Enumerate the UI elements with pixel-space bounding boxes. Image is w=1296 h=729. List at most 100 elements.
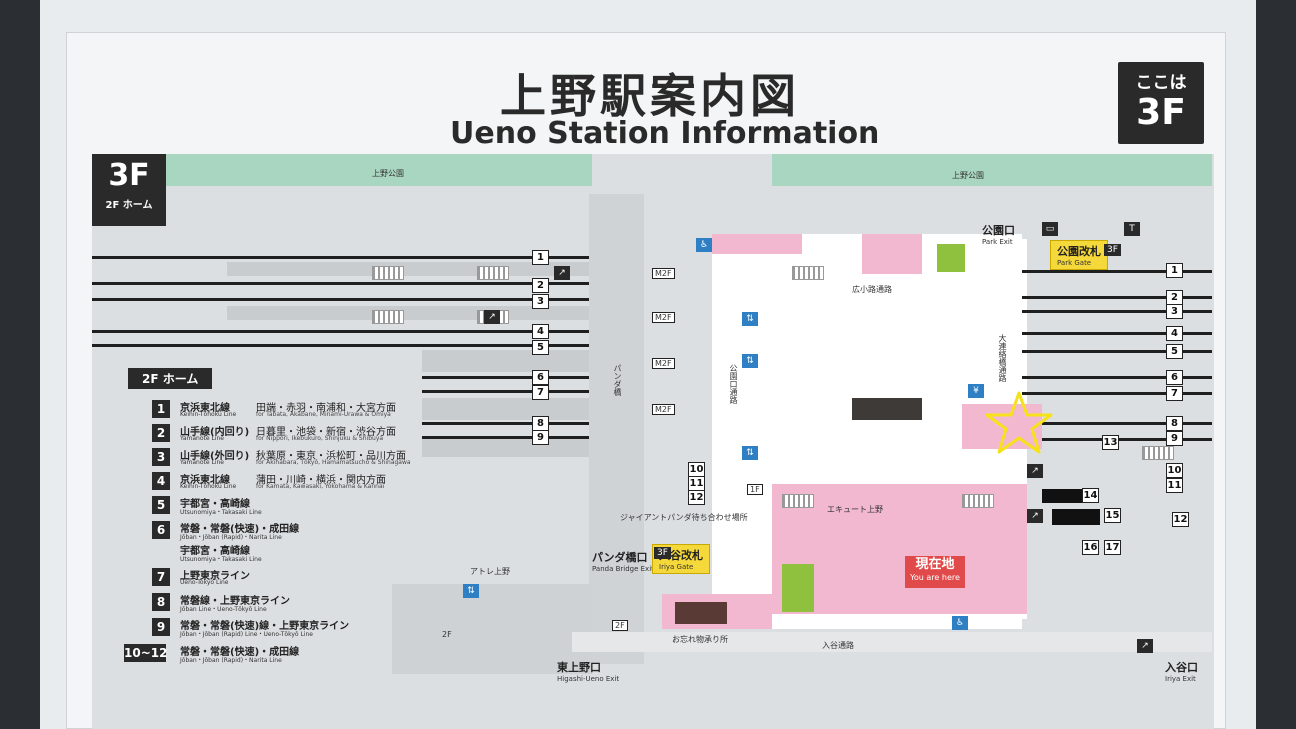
legend-line-name-en: Jōban・Jōban (Rapid)・Narita Line: [180, 534, 282, 541]
legend-line-name: 京浜東北線: [180, 403, 230, 414]
lost-found-label: お忘れ物承り所: [672, 635, 728, 644]
map-floor-number: 3F: [108, 158, 150, 193]
track-number-left: 2: [532, 278, 549, 293]
legend-destination: 蒲田・川崎・横浜・関内方面: [256, 475, 386, 486]
station-map: 上野公園 上野公園 3F 2F ホーム パンダ橋 公園口通路 大連絡橋通路 広小…: [92, 154, 1214, 729]
track-number-left: 6: [532, 370, 549, 385]
track-number-right: 6: [1166, 370, 1183, 385]
track-number-right: 17: [1104, 540, 1121, 555]
platform-7-8: [422, 398, 597, 420]
redaction: [1042, 489, 1082, 503]
legend-destination-en: for Nippori, Ikebukuro, Shinjuku & Shibu…: [256, 435, 384, 442]
escalator-icon: ↗: [484, 310, 500, 324]
escalator-icon: ↗: [1137, 639, 1153, 653]
elevator-icon: ⇅: [742, 312, 758, 326]
track-number-right: 7: [1166, 386, 1183, 401]
track-right-4: [1022, 332, 1212, 335]
track-right-3: [1022, 310, 1212, 313]
m2f-marker: M2F: [652, 358, 675, 369]
track-number-right: 15: [1104, 508, 1121, 523]
park-label-left: 上野公園: [372, 169, 404, 178]
atre-area: [392, 584, 592, 674]
legend-line-name: 京浜東北線: [180, 475, 230, 486]
atre-label: アトレ上野: [470, 567, 510, 576]
track-number-left: 8: [532, 416, 549, 431]
track-number-right: 5: [1166, 344, 1183, 359]
giant-panda-label: ジャイアントパンダ待ち合わせ場所: [620, 513, 748, 522]
map-floor-tag: 3F 2F ホーム: [92, 154, 166, 226]
panda-bridge-exit: パンダ橋口 Panda Bridge Exit: [592, 549, 654, 573]
track-number-right: 13: [1102, 435, 1119, 450]
shop-zone-1: [712, 234, 802, 254]
legend-line-number: 1: [152, 400, 170, 418]
1f-marker: 1F: [747, 484, 763, 495]
map-floor-sub: 2F ホーム: [105, 200, 153, 211]
escalator-icon: ↗: [1027, 509, 1043, 523]
track-right-2: [1022, 296, 1212, 299]
escalator-icon: ↗: [1027, 464, 1043, 478]
legend-line-name-en: Ueno-Tokyo Line: [180, 579, 229, 586]
daichika-label: 大連絡橋通路: [998, 334, 1007, 382]
panda-bridge-label: パンダ橋: [613, 364, 622, 396]
legend-line-name-en: Jōban Line・Ueno-Tōkyō Line: [180, 606, 267, 613]
legend-line-name: 宇都宮・高崎線: [180, 546, 250, 557]
m2f-marker: M2F: [652, 312, 675, 323]
legend-line-number: 3: [152, 448, 170, 466]
escalator-icon: ↗: [554, 266, 570, 280]
stairs-5: [792, 266, 824, 280]
track-5: [92, 344, 592, 347]
redaction: [1052, 509, 1100, 525]
legend-line-number: 8: [152, 593, 170, 611]
2f-label: 2F: [442, 630, 452, 639]
track-number-right: 1: [1166, 263, 1183, 278]
legend-destination: 田端・赤羽・南浦和・大宮方面: [256, 403, 396, 414]
track-right-1: [1022, 270, 1212, 273]
higashi-ueno-exit: 東上野口 Higashi-Ueno Exit: [557, 659, 619, 683]
park-gate-floor: 3F: [1104, 244, 1121, 256]
legend-line-name: 常磐・常磐(快速)・成田線: [180, 524, 300, 535]
track-right-5: [1022, 350, 1212, 353]
higashi-exit-jp: 東上野口: [557, 661, 601, 674]
stairs-6: [1142, 446, 1174, 460]
hirokoji-label: 広小路通路: [852, 285, 892, 294]
panda-bridge: [589, 194, 644, 664]
legend-line-name-en: Utsunomiya・Takasaki Line: [180, 556, 262, 563]
restroom-icon: ♿: [952, 616, 968, 630]
track-number-left: 3: [532, 294, 549, 309]
track-2: [92, 282, 592, 285]
legend-destination: 秋葉原・東京・浜松町・品川方面: [256, 451, 406, 462]
elevator-icon: ⇅: [463, 584, 479, 598]
track-number-right: 12: [1172, 512, 1189, 527]
current-floor-label: ここは: [1135, 73, 1187, 93]
track-number-left: 7: [532, 385, 549, 400]
legend-line-name-en: Jōban・Jōban (Rapid)・Narita Line: [180, 657, 282, 664]
shop-zone-2: [862, 234, 922, 274]
park-area-left: [162, 154, 592, 186]
track-9: [422, 436, 592, 439]
iriya-exit-en: Iriya Exit: [1165, 675, 1196, 683]
koen-passage-label: 公園口通路: [729, 364, 738, 404]
park-gate-en: Park Gate: [1057, 259, 1092, 267]
iriya-exit-jp: 入谷口: [1165, 661, 1198, 674]
atm-icon: ¥: [968, 384, 984, 398]
track-number-right: 4: [1166, 326, 1183, 341]
m2f-marker: M2F: [652, 404, 675, 415]
legend-heading: 2F ホーム: [128, 368, 213, 389]
iriya-exit: 入谷口 Iriya Exit: [1165, 659, 1198, 683]
legend-line-name: 山手線(外回り): [180, 451, 250, 462]
you-are-here-en: You are here: [910, 573, 960, 582]
iriya-gate-floor: 3F: [654, 547, 671, 559]
park-exit-en: Park Exit: [982, 238, 1013, 246]
legend-line-name-en: Keihin-Tōhoku Line: [180, 483, 237, 490]
legend-destination-en: for Kamata, Kawasaki, Yokohama & Kannai: [256, 483, 385, 490]
track-3: [92, 298, 592, 301]
green-window-1: [937, 244, 965, 272]
you-are-here-marker: 現在地 You are here: [905, 556, 965, 588]
track-number-right: 11: [1166, 478, 1183, 493]
track-number-right: 8: [1166, 416, 1183, 431]
